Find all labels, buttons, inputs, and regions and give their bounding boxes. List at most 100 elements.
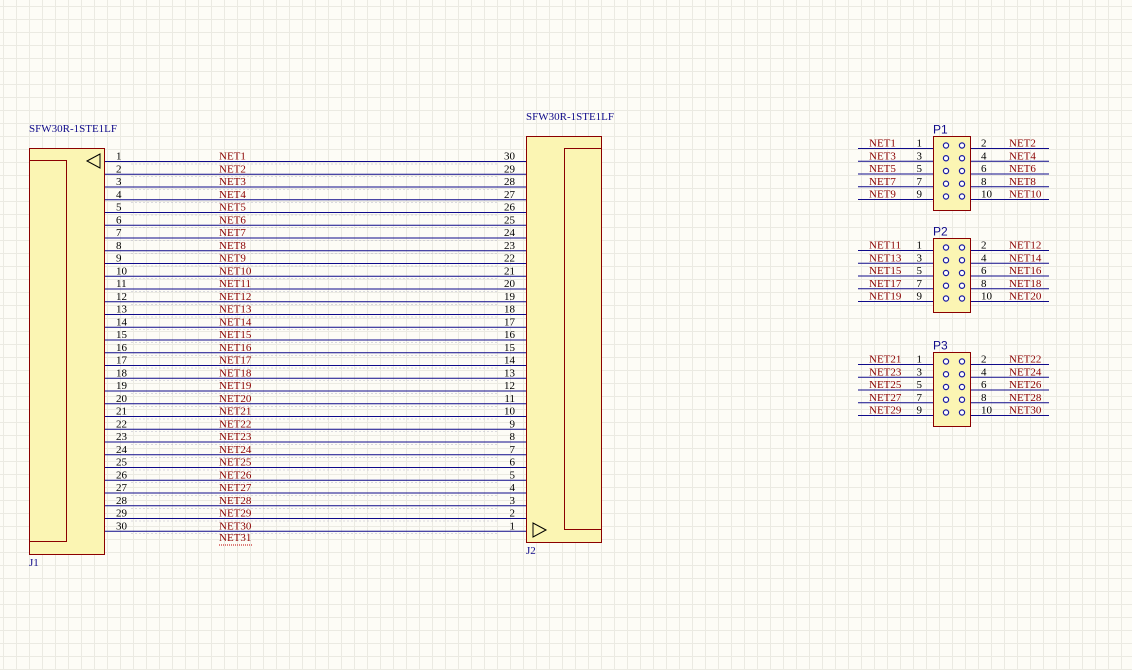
net-label[interactable]: NET15 <box>219 329 252 341</box>
pin-number-j2: 10 <box>504 406 516 418</box>
net-label[interactable]: NET6 <box>1009 163 1036 175</box>
net-label[interactable]: NET18 <box>219 367 252 379</box>
net-label[interactable]: NET23 <box>869 366 902 378</box>
pin-header-body[interactable] <box>933 238 971 313</box>
net-label[interactable]: NET10 <box>1009 189 1042 201</box>
pin-number-j2: 28 <box>504 176 516 188</box>
pin-number-j1: 6 <box>116 214 122 226</box>
net-label[interactable]: NET13 <box>219 304 252 316</box>
pin-number-j2: 23 <box>504 240 516 252</box>
pin-header-designator: P1 <box>933 123 948 137</box>
pin-header-body[interactable] <box>933 136 971 211</box>
connector-j1[interactable]: SFW30R-1STE1LF J1 1234567891011121314151… <box>29 123 128 569</box>
net-label[interactable]: NET10 <box>219 265 252 277</box>
net-label[interactable]: NET2 <box>219 163 246 175</box>
net-label[interactable]: NET21 <box>869 354 901 366</box>
net-label[interactable]: NET19 <box>869 291 902 303</box>
net-label[interactable]: NET21 <box>219 406 251 418</box>
net-label[interactable]: NET23 <box>219 431 252 443</box>
net-label[interactable]: NET20 <box>219 393 252 405</box>
connector-j2[interactable]: SFW30R-1STE1LF J2 3029282726252423222120… <box>504 111 614 557</box>
pin-number-j1: 30 <box>116 520 128 532</box>
net-label[interactable]: NET2 <box>1009 138 1036 150</box>
pin-number-j1: 7 <box>116 227 122 239</box>
pin-number: 6 <box>981 163 987 175</box>
net-label[interactable]: NET5 <box>219 202 246 214</box>
net-label-extra[interactable]: NET31 <box>219 532 251 544</box>
net-label[interactable]: NET7 <box>869 176 896 188</box>
net-label[interactable]: NET25 <box>219 457 252 469</box>
net-label[interactable]: NET14 <box>219 316 252 328</box>
net-label[interactable]: NET24 <box>219 444 252 456</box>
header-pin-dot <box>942 371 950 378</box>
header-pin-dot <box>942 295 950 302</box>
triangle-right-icon <box>532 522 548 538</box>
header-pin-dot <box>942 282 950 289</box>
net-label[interactable]: NET5 <box>869 163 896 175</box>
net-label[interactable]: NET17 <box>219 355 252 367</box>
pin-number: 8 <box>981 176 987 188</box>
net-label[interactable]: NET4 <box>1009 150 1036 162</box>
net-label[interactable]: NET20 <box>1009 291 1042 303</box>
net-label[interactable]: NET8 <box>219 240 246 252</box>
net-label[interactable]: NET22 <box>219 418 251 430</box>
net-label[interactable]: NET22 <box>1009 354 1041 366</box>
pin-number-j1: 16 <box>116 342 128 354</box>
net-label[interactable]: NET19 <box>219 380 252 392</box>
net-label[interactable]: NET8 <box>1009 176 1036 188</box>
pin-number-j2: 18 <box>504 304 516 316</box>
net-label[interactable]: NET27 <box>219 482 252 494</box>
net-label[interactable]: NET13 <box>869 252 902 264</box>
net-label[interactable]: NET4 <box>219 189 246 201</box>
net-label[interactable]: NET15 <box>869 265 902 277</box>
net-label[interactable]: NET27 <box>869 392 902 404</box>
net-label[interactable]: NET28 <box>1009 392 1042 404</box>
connector-j2-inner-outline <box>564 148 602 530</box>
pin-number-j1: 4 <box>116 189 122 201</box>
pin-number-j2: 17 <box>504 316 516 328</box>
net-label[interactable]: NET18 <box>1009 278 1042 290</box>
net-label[interactable]: NET30 <box>219 520 252 532</box>
net-label[interactable]: NET25 <box>869 379 902 391</box>
net-label[interactable]: NET6 <box>219 214 246 226</box>
pin-number-j2: 14 <box>504 355 516 367</box>
net-label[interactable]: NET29 <box>219 508 252 520</box>
net-label[interactable]: NET7 <box>219 227 246 239</box>
pin-number: 6 <box>981 379 987 391</box>
net-label[interactable]: NET24 <box>1009 366 1042 378</box>
pin-number-j2: 21 <box>504 265 515 277</box>
net-label[interactable]: NET9 <box>219 253 246 265</box>
net-label[interactable]: NET12 <box>219 291 251 303</box>
net-label[interactable]: NET30 <box>1009 405 1042 417</box>
net-label[interactable]: NET16 <box>219 342 252 354</box>
net-label[interactable]: NET1 <box>219 151 246 163</box>
pin-header-body[interactable] <box>933 352 971 427</box>
pin-number-j1: 21 <box>116 406 127 418</box>
net-label[interactable]: NET28 <box>219 495 252 507</box>
pin-number-j1: 10 <box>116 265 128 277</box>
net-label[interactable]: NET26 <box>1009 379 1042 391</box>
net-label[interactable]: NET3 <box>869 150 896 162</box>
net-label[interactable]: NET11 <box>219 278 251 290</box>
pin-number-j1: 5 <box>116 202 122 214</box>
net-label[interactable]: NET1 <box>869 138 896 150</box>
pin-number: 7 <box>917 278 923 290</box>
net-label[interactable]: NET11 <box>869 240 901 252</box>
pin-number-j2: 12 <box>504 380 515 392</box>
net-label[interactable]: NET16 <box>1009 265 1042 277</box>
net-label[interactable]: NET14 <box>1009 252 1042 264</box>
net-label[interactable]: NET9 <box>869 189 896 201</box>
pin-number-j1: 3 <box>116 176 122 188</box>
net-label[interactable]: NET17 <box>869 278 902 290</box>
net-label[interactable]: NET3 <box>219 176 246 188</box>
net-label[interactable]: NET29 <box>869 405 902 417</box>
net-label[interactable]: NET26 <box>219 469 252 481</box>
pin-number: 10 <box>981 291 993 303</box>
net-label[interactable]: NET12 <box>1009 240 1041 252</box>
